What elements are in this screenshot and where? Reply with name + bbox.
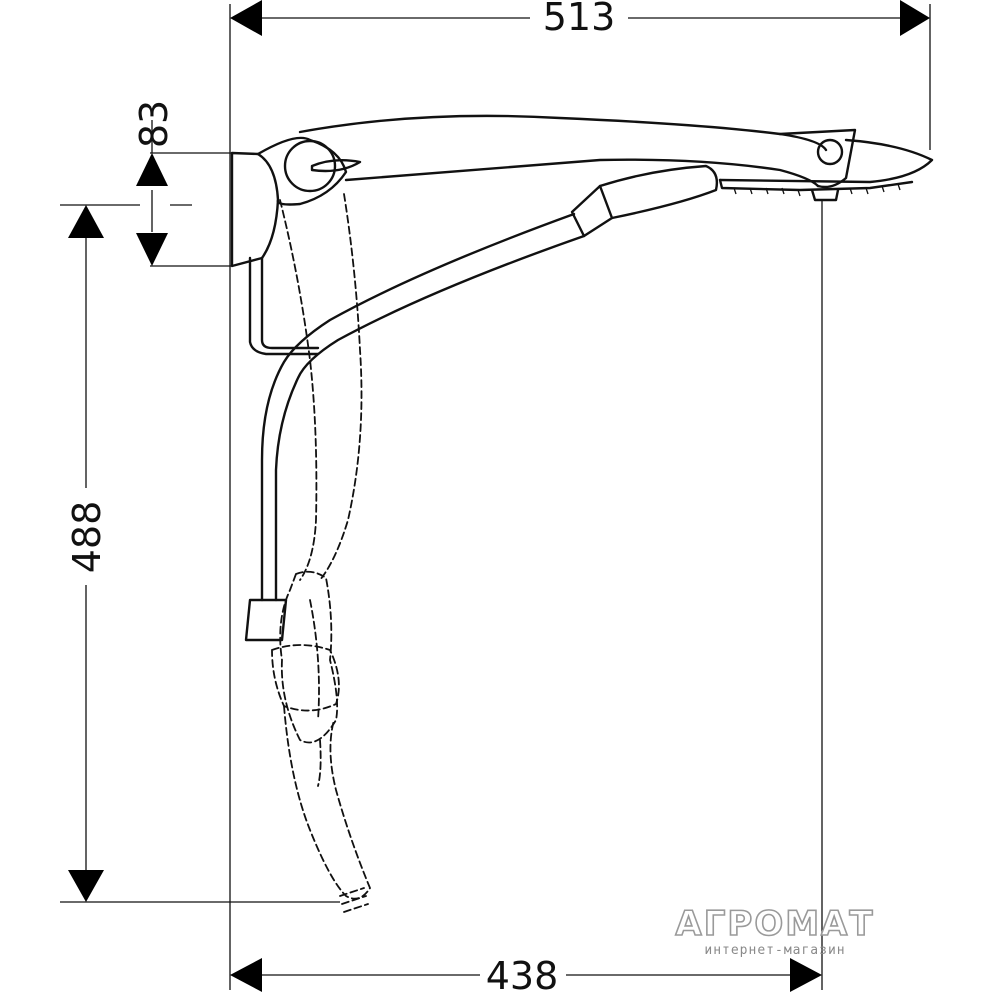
arrow-right-icon	[900, 0, 930, 36]
arrow-up-icon	[136, 233, 168, 266]
dimension-label-488: 488	[65, 501, 109, 574]
dimension-overall-width: 513	[230, 0, 930, 39]
shower-head	[718, 138, 934, 202]
dimension-mount-height: 83	[132, 100, 176, 266]
extension-lines	[60, 4, 931, 990]
arrow-left-icon	[230, 958, 262, 992]
hand-shower-docked	[244, 164, 719, 642]
arrow-down-icon	[136, 153, 168, 186]
dimension-label-83: 83	[132, 100, 176, 148]
wall-mount	[230, 136, 362, 356]
arrow-right-icon	[790, 958, 822, 992]
arrow-down-icon	[68, 870, 104, 902]
arrow-left-icon	[230, 0, 262, 36]
arrow-up-icon	[68, 205, 104, 238]
dimension-label-438: 438	[486, 954, 559, 998]
dimension-label-513: 513	[543, 0, 616, 39]
pivot-knob-icon	[283, 139, 337, 193]
watermark-logo: АГРОМАТ интернет-магазин	[675, 903, 874, 958]
overhead-arm	[298, 114, 857, 189]
dimension-height: 488	[65, 205, 109, 902]
dimension-bottom-width: 438	[230, 954, 822, 998]
hose-end-connector	[244, 598, 288, 642]
watermark-subtitle: интернет-магазин	[704, 943, 845, 958]
hand-shower-hanging-dashed	[271, 193, 372, 913]
watermark-brand: АГРОМАТ	[675, 904, 874, 944]
